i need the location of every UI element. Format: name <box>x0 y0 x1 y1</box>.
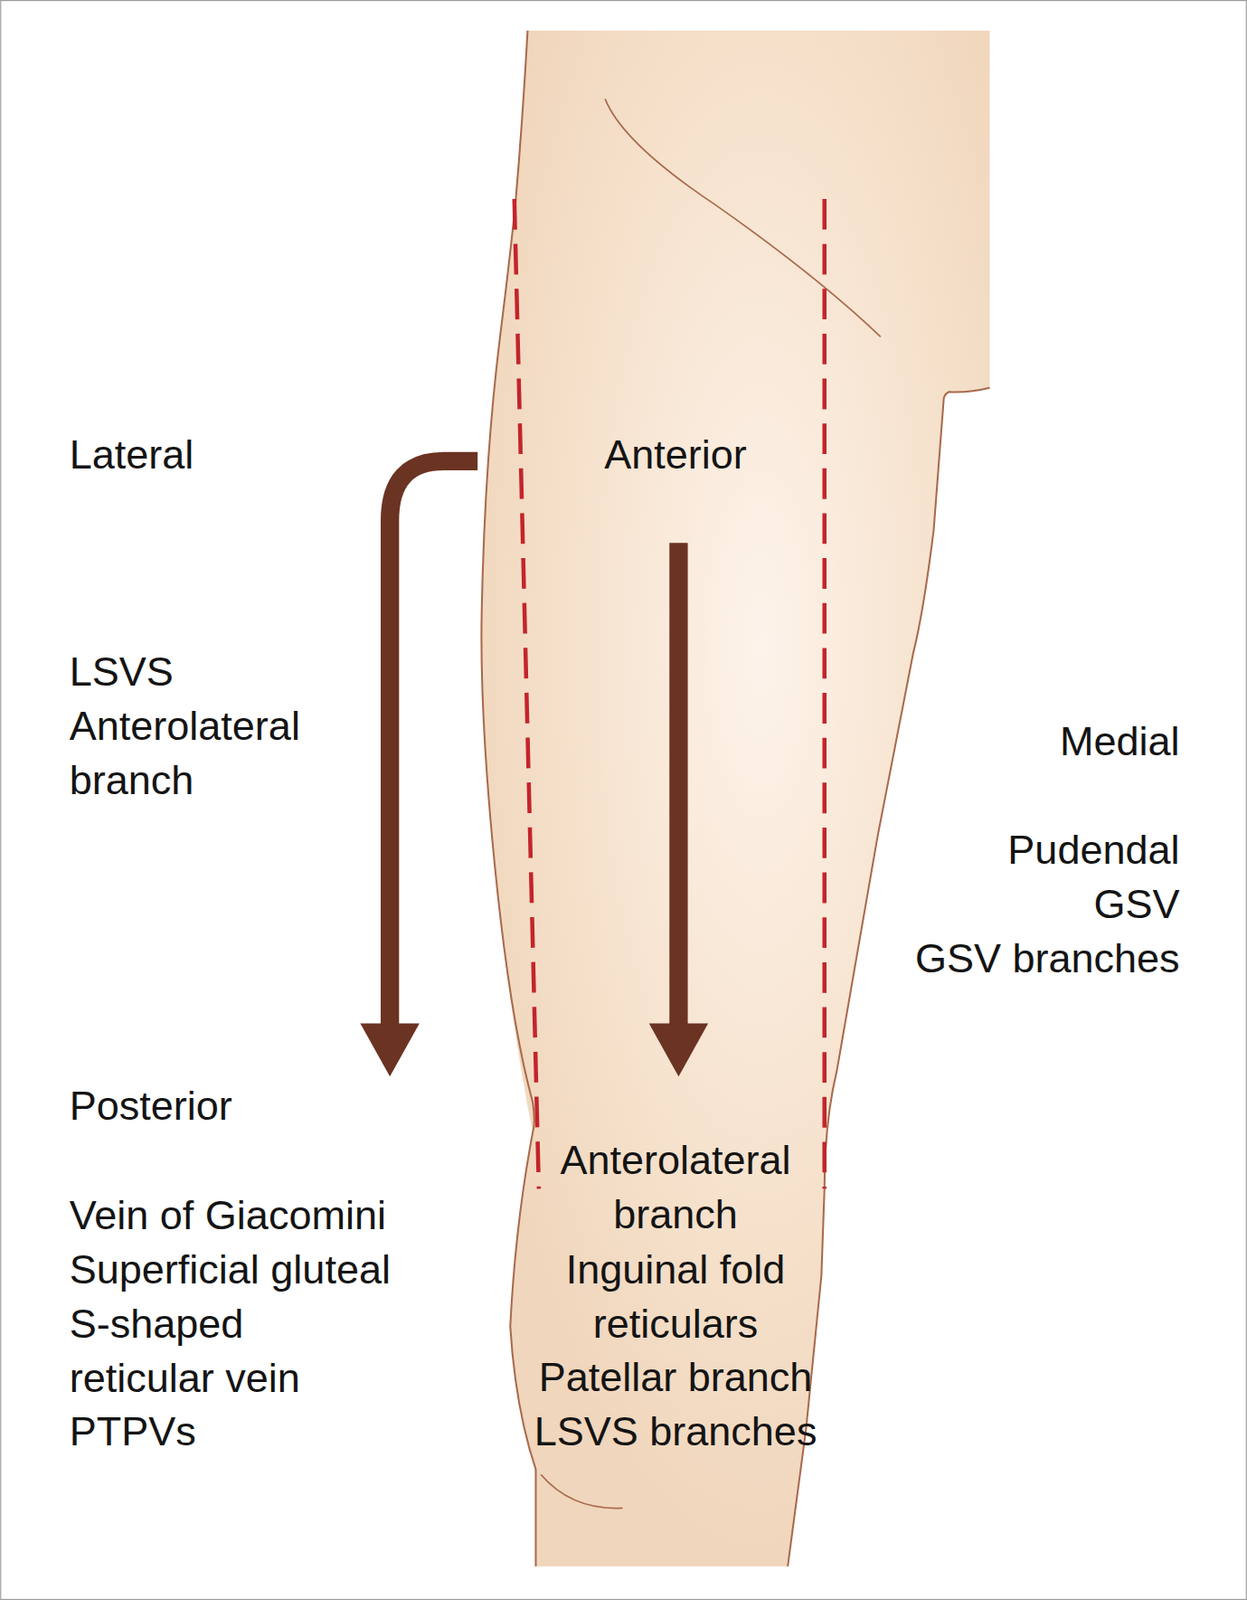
anatomy-label: Medial <box>1059 714 1181 769</box>
anatomy-label: Anterolateral branch <box>69 699 341 808</box>
anatomy-label: LSVS <box>69 644 174 700</box>
anatomy-label: Superficial gluteal <box>69 1242 391 1297</box>
arrow-head <box>649 1023 709 1077</box>
anatomy-label: Inguinal fold reticulars <box>530 1242 821 1351</box>
dashed-boundary <box>514 198 539 1189</box>
anatomy-label: Anterolateral branch <box>530 1133 821 1242</box>
flow-arrow <box>389 461 478 1031</box>
inguinal-fold <box>604 98 881 337</box>
anatomy-label: Pudendal <box>1007 822 1180 878</box>
anatomy-label: GSV branches <box>915 931 1181 986</box>
dashed-boundary <box>821 198 827 1189</box>
anatomy-label: LSVS branches <box>534 1404 818 1459</box>
anatomy-label: PTPVs <box>69 1404 197 1459</box>
flow-arrow <box>669 542 688 1030</box>
anatomy-label: S-shaped reticular vein <box>69 1296 359 1406</box>
arrow-head <box>359 1023 419 1077</box>
anatomy-label: Lateral <box>69 427 195 482</box>
anatomy-label: Anterior <box>604 427 747 482</box>
anatomy-label: Patellar branch <box>538 1350 813 1405</box>
anatomy-label: Vein of Giacomini <box>69 1188 387 1243</box>
leg-fill <box>481 30 990 1567</box>
anatomy-label: Posterior <box>69 1078 233 1134</box>
anatomy-label: GSV <box>1093 877 1180 932</box>
knee-line <box>540 1473 623 1508</box>
